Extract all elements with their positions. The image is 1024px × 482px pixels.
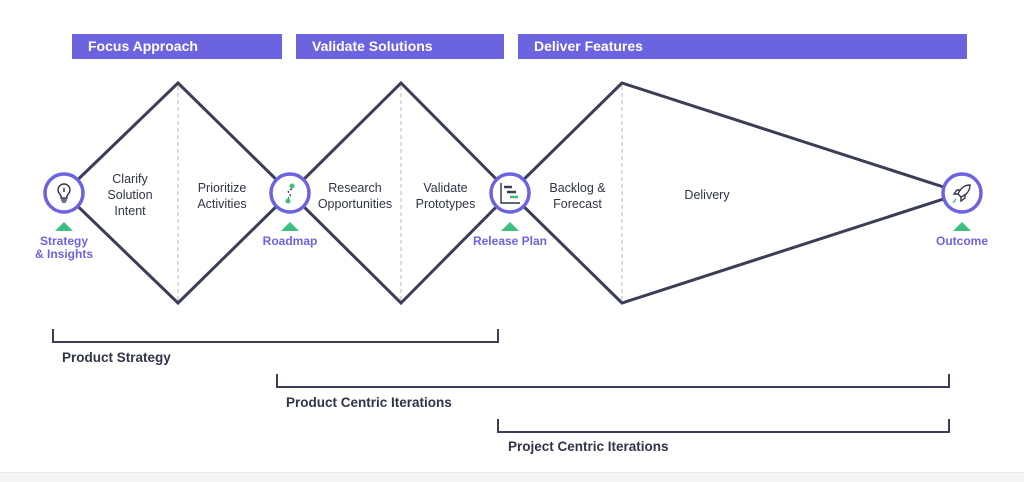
lightbulb-icon — [57, 183, 71, 203]
route-icon — [285, 183, 295, 204]
rocket-icon — [952, 184, 971, 204]
bracket-product-strategy — [52, 329, 499, 343]
node-label-outcome: Outcome — [935, 234, 988, 248]
bracket-label-product-centric: Product Centric Iterations — [286, 395, 452, 410]
gantt-icon — [500, 183, 520, 204]
marker-triangle — [55, 222, 73, 231]
step-clarify-solution-intent: Clarify Solution Intent — [107, 172, 153, 218]
step-validate-prototypes: Validate Prototypes — [415, 181, 476, 211]
marker-triangle — [281, 222, 299, 231]
bracket-project-centric — [497, 419, 950, 433]
footer-strip — [0, 472, 1024, 482]
node-outcome — [941, 172, 983, 231]
phase-banner-focus-approach: Focus Approach — [72, 34, 282, 59]
step-prioritize-activities: Prioritize Activities — [197, 181, 247, 211]
node-strategy — [43, 172, 85, 231]
step-research-opportunities: Research Opportunities — [317, 181, 393, 211]
node-label-release-plan: Release Plan — [472, 234, 548, 248]
phase-banner-deliver-features: Deliver Features — [518, 34, 967, 59]
node-roadmap — [269, 172, 311, 231]
marker-triangle — [953, 222, 971, 231]
bracket-product-centric — [276, 374, 950, 388]
node-label-roadmap: Roadmap — [262, 234, 318, 248]
phase-banner-validate-solutions: Validate Solutions — [296, 34, 504, 59]
step-backlog-forecast: Backlog & Forecast — [549, 181, 606, 211]
bracket-label-product-strategy: Product Strategy — [62, 350, 171, 365]
marker-triangle — [501, 222, 519, 231]
step-delivery: Delivery — [684, 188, 730, 202]
node-label-strategy: Strategy & Insights — [34, 234, 93, 261]
bracket-label-project-centric: Project Centric Iterations — [508, 439, 669, 454]
node-release-plan — [489, 172, 531, 231]
